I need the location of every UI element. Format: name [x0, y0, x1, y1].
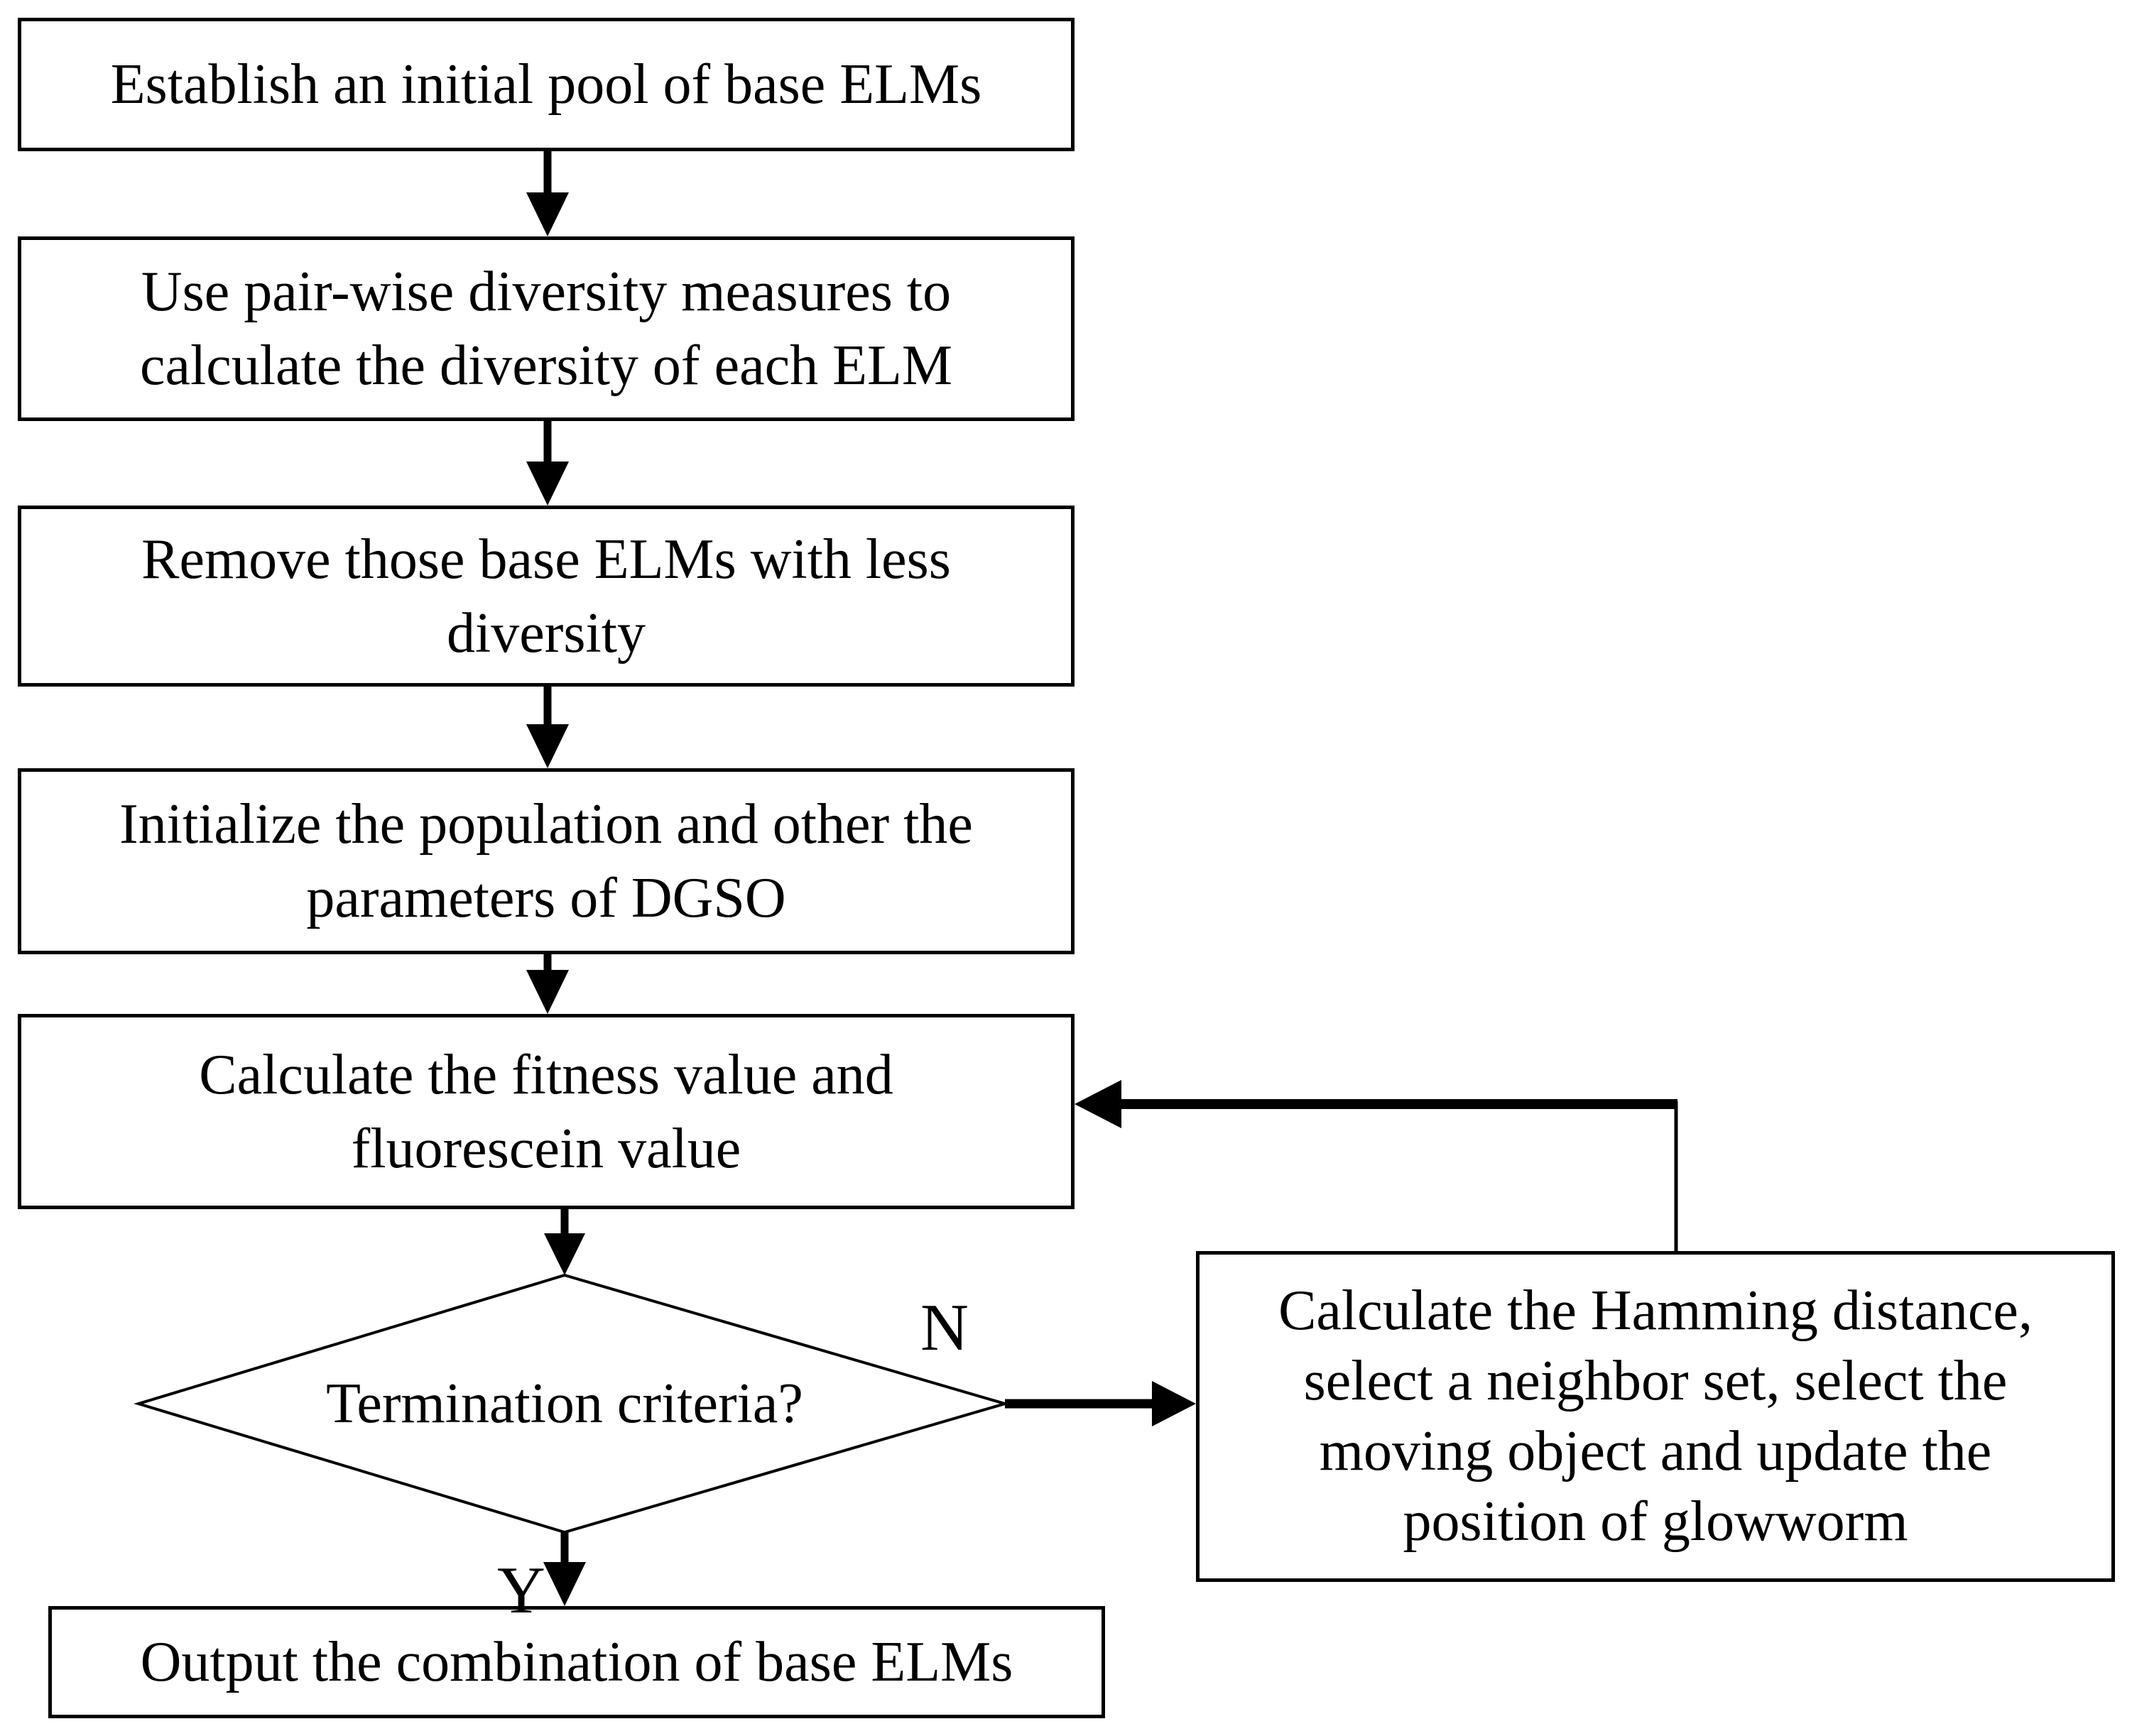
node-establish-pool-label: Establish an initial pool of base ELMs	[110, 53, 982, 116]
node-hamming-update-label: Calculate the Hamming distance, select a…	[1278, 1279, 2033, 1554]
node-initialize-population-label: Initialize the population and other the …	[119, 793, 973, 929]
node-output-combination-label: Output the combination of base ELMs	[140, 1631, 1013, 1693]
node-fitness-value-label: Calculate the fitness value and fluoresc…	[199, 1043, 893, 1180]
branch-label-no: N	[888, 1278, 1001, 1377]
node-termination-criteria-label: Termination criteria?	[326, 1372, 803, 1435]
feedback-hamming-to-fitness	[1075, 1080, 1678, 1257]
node-initialize-population: Initialize the population and other the …	[18, 768, 1075, 954]
node-remove-elms: Remove those base ELMs with less diversi…	[18, 506, 1075, 687]
branch-label-yes: Y	[464, 1541, 578, 1640]
node-hamming-update: Calculate the Hamming distance, select a…	[1196, 1251, 2115, 1582]
arrow-termination-to-output	[543, 1532, 586, 1606]
node-pairwise-diversity-label: Use pair-wise diversity measures to calc…	[140, 261, 952, 397]
branch-label-yes-text: Y	[497, 1553, 545, 1627]
arrow-termination-to-hamming	[1005, 1381, 1196, 1426]
node-output-combination: Output the combination of base ELMs	[48, 1606, 1105, 1718]
arrow-pairwise-to-remove	[526, 421, 569, 506]
branch-label-no-text: N	[920, 1290, 969, 1365]
arrow-remove-to-initialize	[526, 687, 569, 768]
node-pairwise-diversity: Use pair-wise diversity measures to calc…	[18, 236, 1075, 421]
arrow-fitness-to-termination	[544, 1209, 585, 1275]
node-termination-criteria: Termination criteria?	[174, 1349, 955, 1458]
arrow-initialize-to-fitness	[526, 954, 569, 1014]
node-establish-pool: Establish an initial pool of base ELMs	[18, 18, 1075, 151]
node-remove-elms-label: Remove those base ELMs with less diversi…	[141, 528, 951, 665]
node-fitness-value: Calculate the fitness value and fluoresc…	[18, 1014, 1075, 1209]
arrow-establish-to-pairwise	[526, 151, 569, 236]
